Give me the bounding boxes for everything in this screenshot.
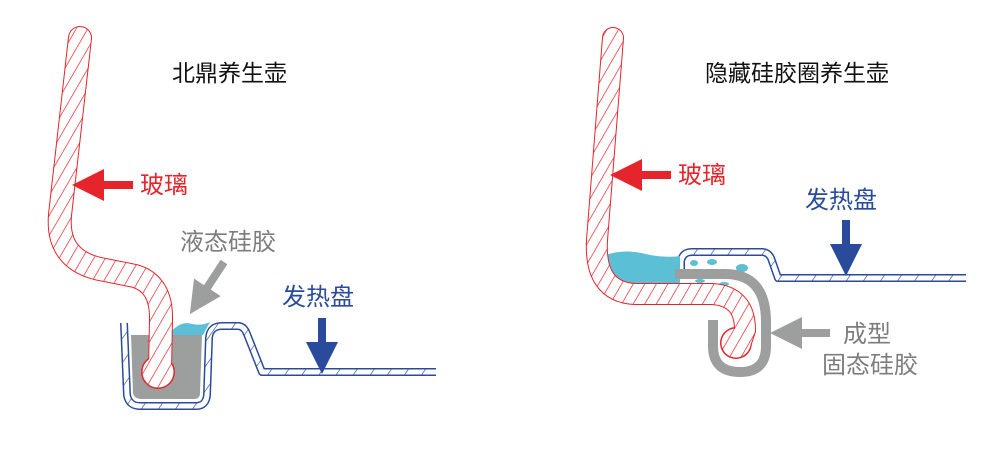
right-liquid xyxy=(606,251,680,284)
left-glass-label: 玻璃 xyxy=(140,171,188,199)
liquid-silicone-label: 液态硅胶 xyxy=(180,228,276,256)
water-droplets xyxy=(690,259,748,286)
left-glass xyxy=(47,26,175,389)
right-heating-plate xyxy=(677,248,966,282)
solid-silicone-label-line2: 固态硅胶 xyxy=(822,351,918,379)
right-heating-plate-label: 发热盘 xyxy=(805,186,877,214)
left-silicone-arrow xyxy=(189,259,228,315)
right-glass-label: 玻璃 xyxy=(678,161,726,189)
liquid-silicone-top xyxy=(168,322,210,335)
left-title: 北鼎养生壶 xyxy=(172,61,287,87)
solid-silicone-ring xyxy=(675,269,771,378)
right-title: 隐藏硅胶圈养生壶 xyxy=(705,61,889,87)
left-heating-plate-label: 发热盘 xyxy=(282,283,354,311)
solid-silicone-label-line1: 成型 xyxy=(843,320,891,348)
right-glass xyxy=(585,27,756,359)
